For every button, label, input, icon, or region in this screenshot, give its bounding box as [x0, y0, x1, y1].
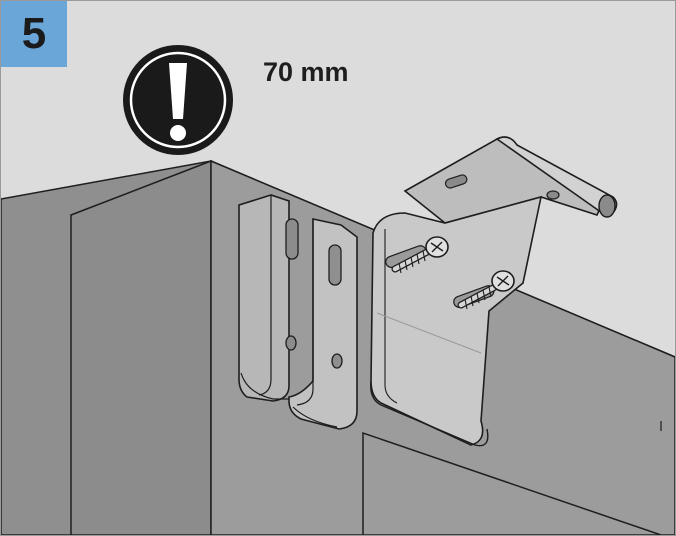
- plate-slot-front: [328, 244, 342, 286]
- measurement-label: 70 mm: [263, 57, 349, 87]
- exclamation-warning-icon: [123, 45, 233, 155]
- mounting-plate-front: [288, 218, 358, 430]
- plate-hole-front: [331, 353, 343, 369]
- bracket-hole-1: [546, 190, 560, 200]
- mounting-plate-rear: [238, 194, 299, 402]
- plate-hole-rear: [285, 335, 297, 351]
- door-edge: [362, 431, 662, 535]
- cabinet-side: [70, 159, 212, 535]
- bracket-slot-1: [444, 174, 468, 189]
- screw-lower: [457, 270, 515, 310]
- plate-slot-rear: [285, 218, 299, 260]
- step-number-badge: 5: [1, 1, 67, 67]
- screw-upper: [391, 236, 449, 274]
